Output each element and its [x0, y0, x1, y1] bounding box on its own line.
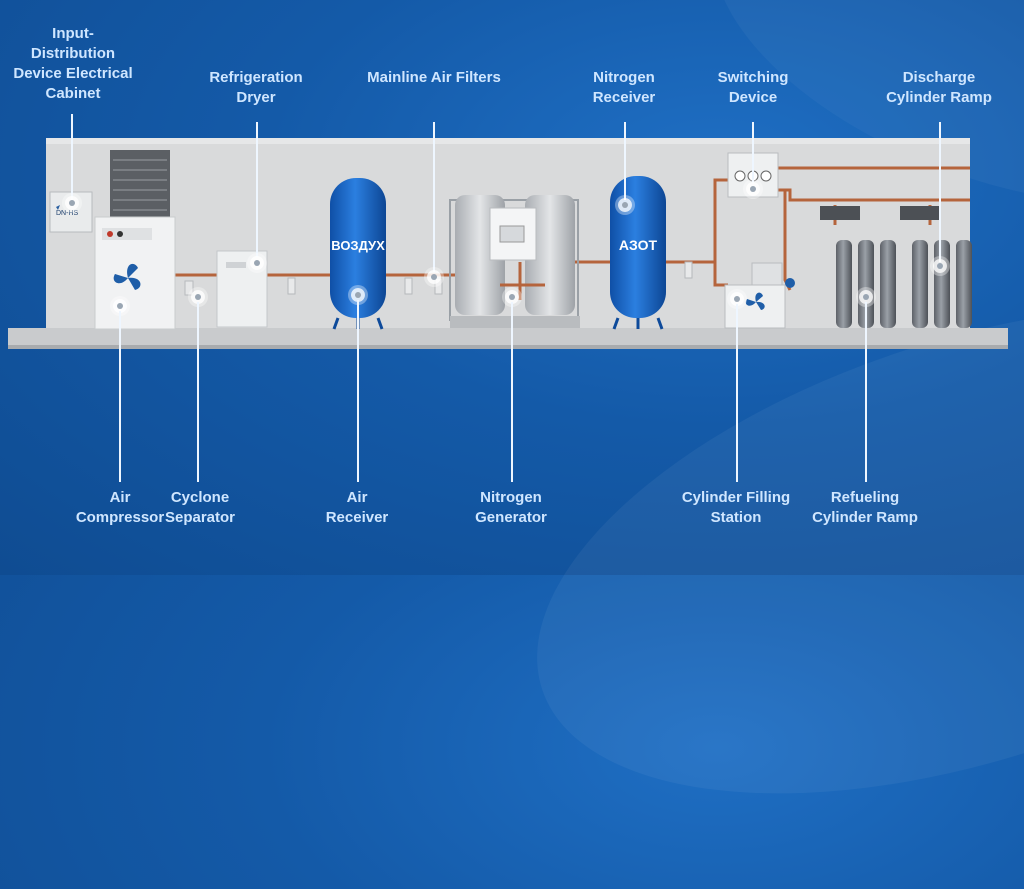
- marker-dot: [427, 270, 441, 284]
- refueling-manifold: [820, 206, 860, 220]
- nitrogen-receiver-tank-label: АЗОТ: [619, 237, 658, 253]
- marker-dot: [618, 198, 632, 212]
- discharge-cylinders: [912, 240, 972, 328]
- back-wall-shade: [46, 138, 970, 144]
- cabinet-logo-icon: [56, 205, 60, 210]
- generator-control-panel: [489, 207, 537, 261]
- leader-line: [433, 122, 435, 272]
- marker-dot: [505, 290, 519, 304]
- leader-line: [624, 122, 626, 200]
- callout-label-refrigeration-dryer: Refrigeration Dryer: [209, 69, 303, 106]
- callout-label-air-receiver: Air Receiver: [325, 489, 389, 526]
- marker-dot: [730, 292, 744, 306]
- leader-line: [256, 122, 258, 257]
- callout-label-discharge-cylinder-ramp: Discharge Cylinder Ramp: [886, 69, 992, 106]
- callout-label-refueling-cylinder-ramp: Refueling Cylinder Ramp: [812, 489, 918, 526]
- leader-line: [119, 311, 121, 482]
- air-filter: [684, 261, 693, 279]
- floor-edge: [8, 345, 1008, 349]
- marker-dot: [65, 196, 79, 210]
- callout-label-cylinder-filling-station: Cylinder Filling Station: [681, 489, 791, 526]
- marker-dot: [859, 290, 873, 304]
- air-receiver-tank-label: ВОЗДУХ: [331, 238, 385, 253]
- floor-platform: [8, 328, 1008, 347]
- air-filter: [404, 277, 413, 295]
- compressor-fan-logo: [113, 263, 141, 290]
- generator-base: [450, 316, 580, 328]
- refueling-cylinders: [836, 240, 896, 328]
- cabinet-logo-text: DN-HS: [56, 210, 78, 217]
- compressor-fan-housing: [110, 150, 170, 218]
- callout-label-mainline-air-filters: Mainline Air Filters: [367, 69, 501, 86]
- leader-line: [511, 302, 513, 482]
- air-filter: [287, 277, 296, 295]
- leader-line: [939, 122, 941, 262]
- leader-line: [71, 114, 73, 202]
- leader-line: [197, 302, 199, 482]
- marker-dot: [351, 288, 365, 302]
- callout-label-input-distribution-device-electrical-cabinet: Input- Distribution Device Electrical Ca…: [13, 25, 133, 102]
- cyclone-separator: [184, 280, 194, 296]
- marker-dot: [933, 259, 947, 273]
- marker-dot: [746, 182, 760, 196]
- leader-line: [865, 302, 867, 482]
- callout-label-nitrogen-generator: Nitrogen Generator: [475, 489, 547, 526]
- pipeline: [713, 262, 728, 287]
- callout-label-cyclone-separator: Cyclone Separator: [164, 489, 236, 526]
- marker-dot: [113, 299, 127, 313]
- leader-line: [752, 122, 754, 184]
- pipeline: [713, 178, 728, 262]
- air-receiver-tank: [330, 178, 386, 318]
- discharge-manifold: [900, 206, 940, 220]
- marker-dot: [250, 256, 264, 270]
- callout-label-air-compressor: Air Compressor: [75, 489, 165, 526]
- callout-label-switching-device: Switching Device: [717, 69, 789, 106]
- leader-line: [736, 304, 738, 482]
- callout-label-nitrogen-receiver: Nitrogen Receiver: [592, 69, 656, 106]
- filling-station-top: [751, 262, 783, 286]
- leader-line: [357, 300, 359, 482]
- marker-dot: [191, 290, 205, 304]
- pipeline: [772, 188, 970, 202]
